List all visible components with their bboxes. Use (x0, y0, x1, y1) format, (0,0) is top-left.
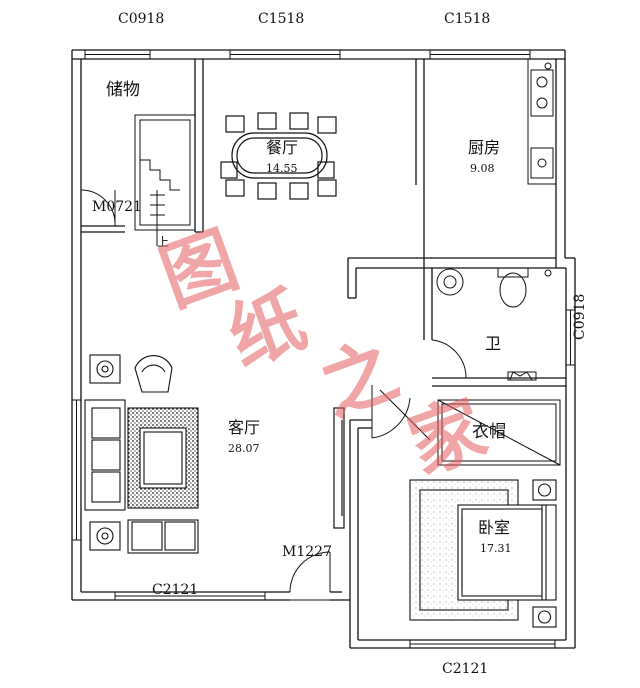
window-tag-right-side: C0918 (572, 293, 588, 340)
room-name-bathroom: 卫 (485, 334, 502, 353)
window-tag-top-right: C1518 (444, 11, 491, 27)
dining-table (220, 112, 337, 200)
room-area-dining: 14.55 (266, 162, 298, 175)
entry-door-swing (289, 551, 331, 601)
kitchen-counter (527, 58, 557, 185)
dining-chairs (220, 112, 337, 200)
room-area-bedroom: 17.31 (480, 542, 512, 555)
room-area-kitchen: 9.08 (470, 162, 495, 175)
room-name-closet: 衣帽 (472, 422, 506, 442)
sofa-set (84, 354, 199, 554)
bathroom-fixtures (436, 267, 552, 381)
door-tag-entry: M1227 (282, 544, 332, 560)
room-name-kitchen: 厨房 (468, 138, 501, 157)
windows (71, 49, 576, 649)
window-tag-bottom-left: C2121 (152, 582, 199, 598)
bedroom-door-swing (371, 385, 411, 439)
staircase (134, 114, 196, 232)
window-tag-top-middle: C1518 (258, 11, 305, 27)
storage-door-swing (80, 189, 116, 226)
wardrobe (379, 389, 561, 466)
tv-wall (333, 407, 345, 529)
room-name-bedroom: 卧室 (478, 518, 511, 537)
window-tag-top-left: C0918 (118, 11, 165, 27)
door-tag-storage: M0721 (92, 199, 142, 215)
window-tag-bottom-right: C2121 (442, 661, 489, 677)
room-area-living: 28.07 (228, 442, 260, 455)
room-name-living: 客厅 (228, 418, 261, 437)
stair-up-label: 上 (157, 235, 170, 249)
bed (409, 479, 557, 628)
bath-door-swing (431, 339, 467, 379)
room-name-storage: 储物 (106, 80, 140, 100)
room-name-dining: 餐厅 (266, 138, 299, 157)
